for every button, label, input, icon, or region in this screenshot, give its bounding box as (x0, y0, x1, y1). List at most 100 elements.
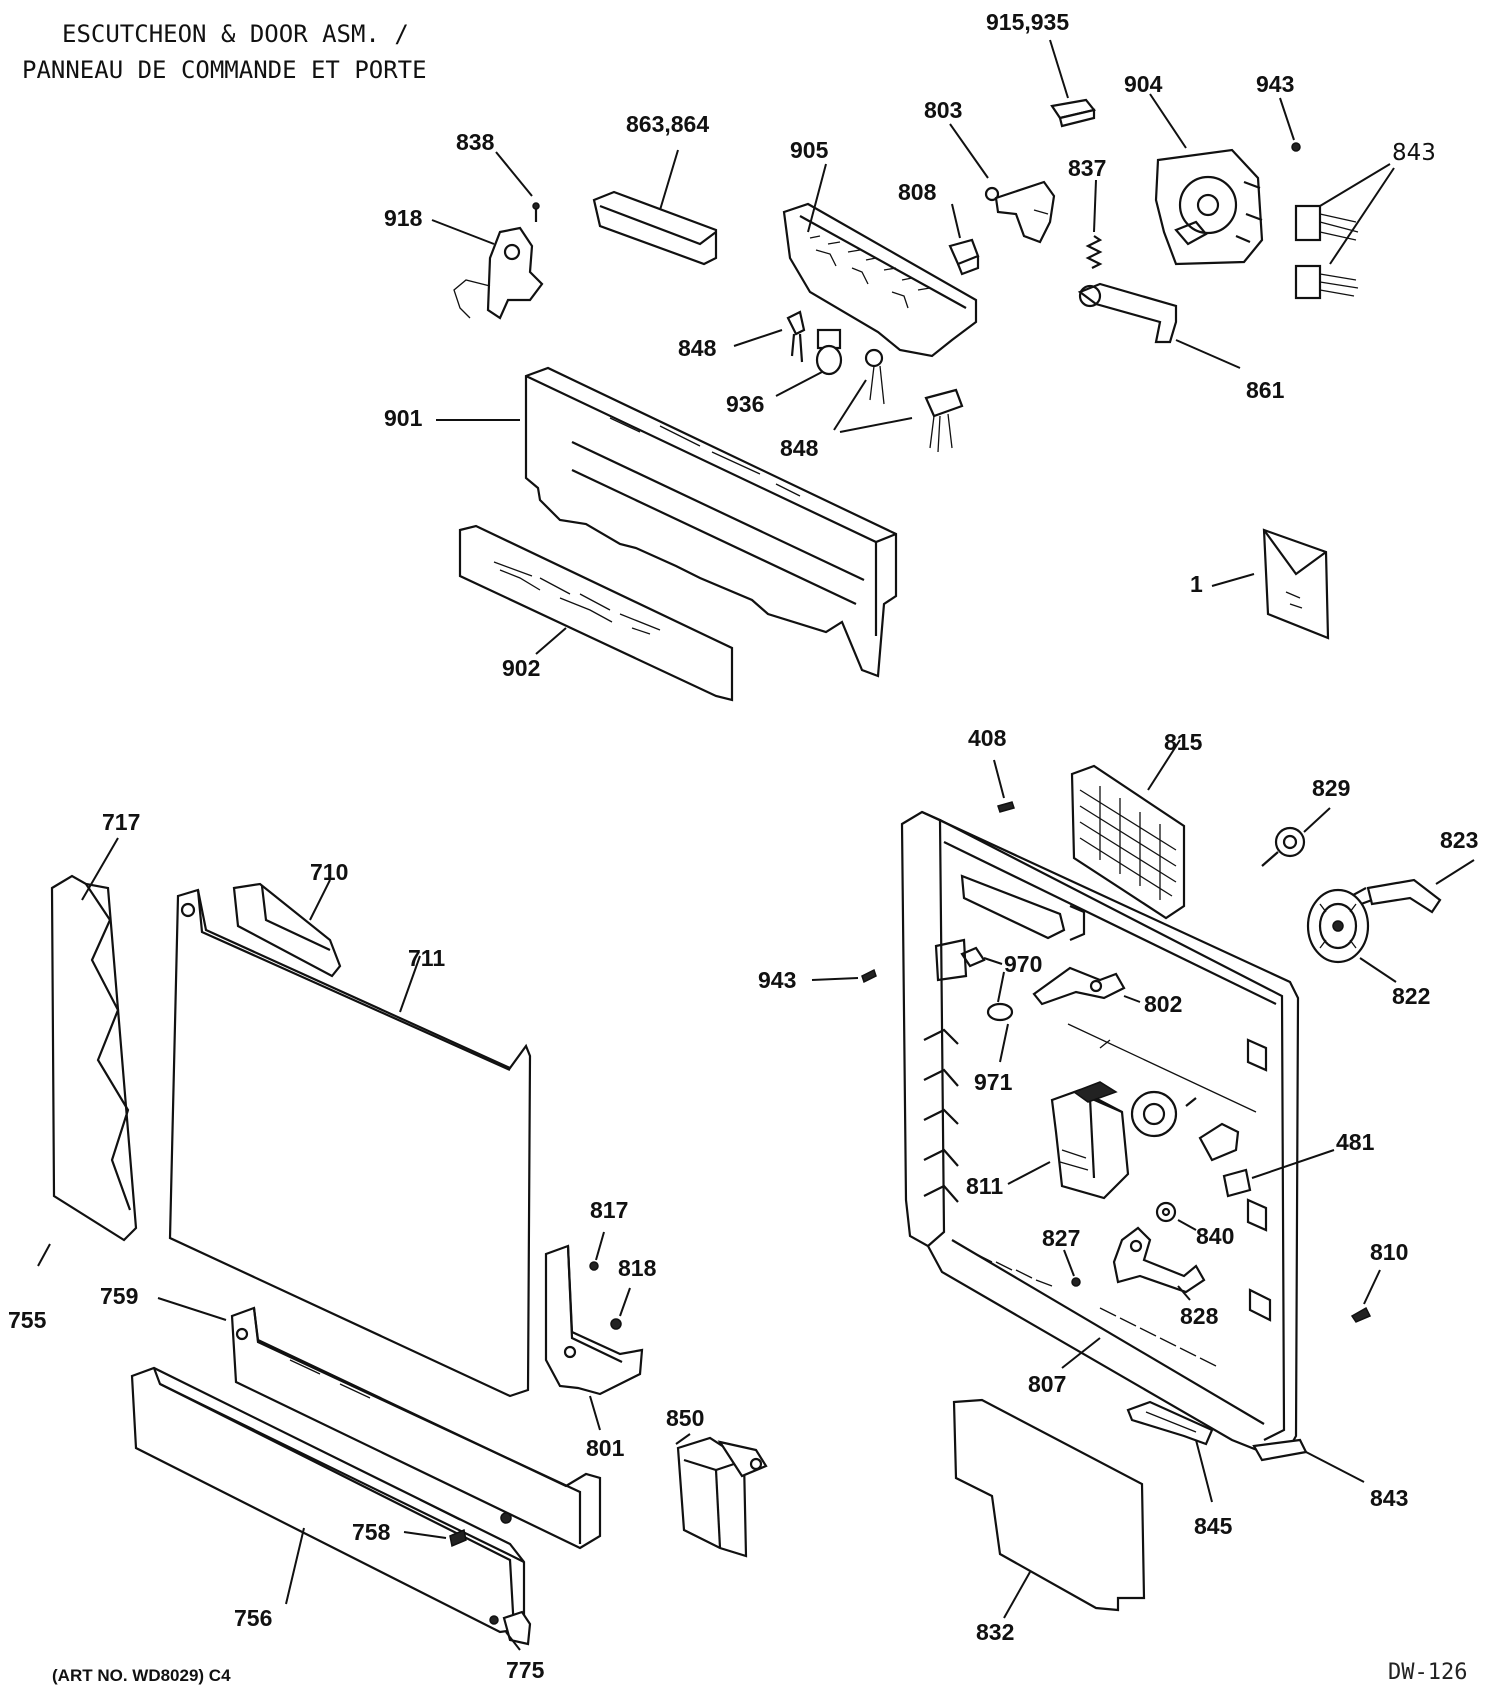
part-850-cover (675, 1433, 768, 1558)
label-711: 711 (408, 945, 445, 971)
label-828: 828 (1180, 1303, 1219, 1329)
part-837-spring (1085, 179, 1103, 269)
label-838: 838 (456, 129, 495, 155)
part-815-vent (1070, 739, 1186, 920)
label-756: 756 (234, 1605, 272, 1631)
diagram-title-line1: ESCUTCHEON & DOOR ASM. / (62, 20, 409, 48)
part-711-outer-door (168, 888, 532, 1398)
label-848-b: 848 (780, 435, 819, 461)
label-848-a: 848 (678, 335, 717, 361)
label-1: 1 (1190, 571, 1203, 597)
part-943-screw-mid (811, 968, 877, 984)
label-801: 801 (586, 1435, 625, 1461)
part-810-screw (1350, 1269, 1381, 1323)
label-807: 807 (1028, 1371, 1066, 1397)
label-905: 905 (790, 137, 829, 163)
label-918: 918 (384, 205, 423, 231)
part-832-insulation (952, 1398, 1146, 1619)
part-838-pin (495, 151, 540, 222)
label-759: 759 (100, 1283, 138, 1309)
part-775-screw (489, 1615, 521, 1651)
label-755: 755 (8, 1307, 47, 1333)
label-936: 936 (726, 391, 764, 417)
label-843-bottom: 843 (1370, 1485, 1408, 1511)
part-943-screw-top (1279, 97, 1301, 152)
part-904-timer (1149, 93, 1264, 266)
part-710-bracket (232, 879, 342, 978)
part-848-connector-b (833, 348, 964, 453)
label-717: 717 (102, 809, 140, 835)
label-829: 829 (1312, 775, 1350, 801)
label-837: 837 (1068, 155, 1106, 181)
label-904: 904 (1124, 71, 1163, 97)
label-915-935: 915,935 (986, 9, 1069, 35)
part-905-control-board (782, 163, 978, 358)
label-803: 803 (924, 97, 962, 123)
label-840: 840 (1196, 1223, 1234, 1249)
part-848-lamp-a (733, 310, 806, 363)
part-822-gear (1306, 888, 1397, 983)
part-803-switch (949, 123, 1056, 244)
label-845: 845 (1194, 1513, 1233, 1539)
label-481: 481 (1336, 1129, 1375, 1155)
part-758-clip (403, 1528, 467, 1548)
label-817: 817 (590, 1197, 628, 1223)
part-936-lamp (775, 328, 843, 397)
label-943-top: 943 (1256, 71, 1294, 97)
part-1-literature-pouch (1211, 528, 1330, 640)
part-840-grommet (1155, 1201, 1197, 1231)
label-810: 810 (1370, 1239, 1408, 1265)
label-832: 832 (976, 1619, 1014, 1645)
diagram-title-line2: PANNEAU DE COMMANDE ET PORTE (22, 56, 427, 84)
label-775: 775 (506, 1657, 545, 1683)
part-843-strip-bottom (1252, 1438, 1365, 1483)
part-717-door-panel (37, 837, 138, 1267)
part-827-screw (1063, 1249, 1081, 1287)
part-901-escutcheon (436, 366, 898, 678)
label-850: 850 (666, 1405, 704, 1431)
part-828-latch (1112, 1226, 1206, 1301)
part-802-lever (1032, 966, 1141, 1006)
part-861-lever (1077, 282, 1241, 369)
label-863-864: 863,864 (626, 111, 709, 137)
label-971: 971 (974, 1069, 1013, 1095)
label-943-mid: 943 (758, 967, 796, 993)
label-827: 827 (1042, 1225, 1080, 1251)
label-901: 901 (384, 405, 423, 431)
part-823-lever (1342, 859, 1475, 914)
part-843-harness-top (1294, 163, 1395, 300)
label-818: 818 (618, 1255, 657, 1281)
part-970-971-clip (960, 946, 1014, 1063)
label-861: 861 (1246, 377, 1285, 403)
part-829-knob (1261, 807, 1331, 867)
label-970: 970 (1004, 951, 1042, 977)
part-811-dispenser (1007, 1081, 1240, 1200)
label-408: 408 (968, 725, 1007, 751)
part-902-nameplate (458, 524, 734, 702)
label-808: 808 (898, 179, 937, 205)
part-817-818-screws (589, 1231, 631, 1330)
label-710: 710 (310, 859, 348, 885)
part-481-clip (1222, 1149, 1335, 1198)
label-902: 902 (502, 655, 540, 681)
label-822: 822 (1392, 983, 1430, 1009)
part-915-935-clip (1049, 39, 1096, 128)
label-843-top: 843 (1392, 140, 1436, 166)
part-807-gasket (1061, 1337, 1101, 1369)
part-845-bracket (1126, 1400, 1214, 1503)
label-802: 802 (1144, 991, 1182, 1017)
part-801-hinge (544, 1244, 644, 1431)
label-823: 823 (1440, 827, 1478, 853)
label-811: 811 (966, 1173, 1003, 1199)
part-918-bracket (431, 219, 544, 320)
label-758-a: 758 (352, 1519, 391, 1545)
part-756-kickplate (130, 1366, 532, 1646)
part-863-864-handle (592, 149, 718, 266)
diagram-code: DW-126 (1388, 1660, 1468, 1685)
part-808-button (948, 203, 980, 276)
art-number-caption: (ART NO. WD8029) C4 (52, 1666, 231, 1685)
part-759-channel (157, 1297, 602, 1550)
label-815: 815 (1164, 729, 1203, 755)
